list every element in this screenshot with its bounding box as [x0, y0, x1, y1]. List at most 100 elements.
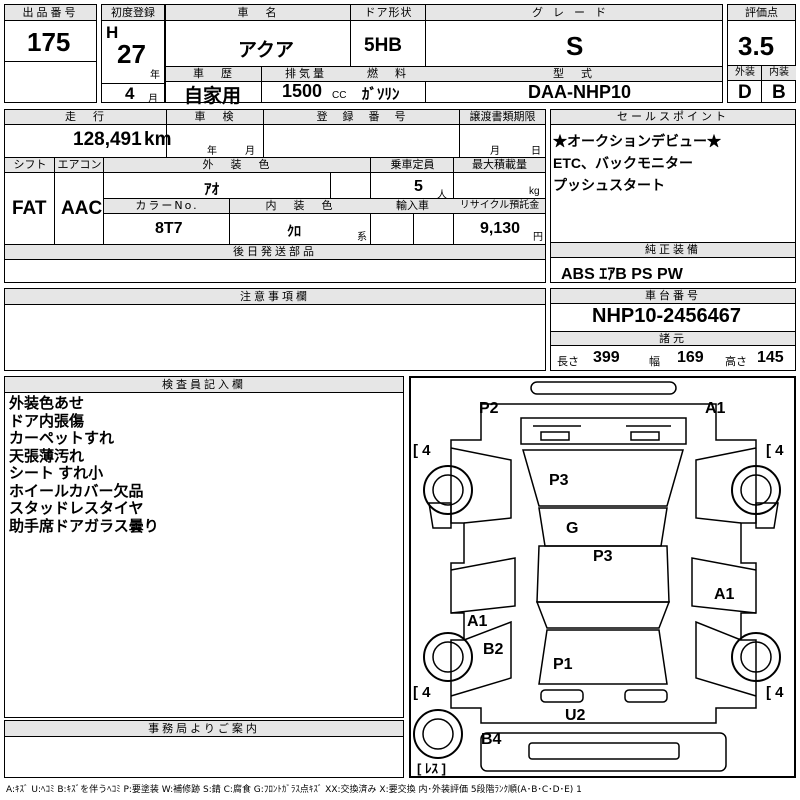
damage-mark-p1: P1	[553, 656, 573, 673]
length-label: 長さ	[557, 356, 579, 368]
inspector-notes-label: 検査員記入欄	[5, 377, 403, 393]
width: 169	[677, 349, 704, 366]
model-label: 型 式	[426, 67, 722, 82]
later-parts-label: 後日発送部品	[5, 245, 545, 260]
damage-mark-b2: B2	[483, 641, 504, 658]
inspector-note: 天張薄汚れ	[9, 447, 85, 465]
aircon-label: エアコン	[55, 158, 104, 173]
damage-mark-g: G	[566, 520, 579, 537]
office-notice-label: 事務局よりご案内	[5, 721, 403, 737]
fuel-label: 燃 料	[350, 67, 426, 82]
displacement-label: 排気量	[262, 67, 350, 82]
damage-mark-a1-front: A1	[705, 400, 726, 417]
color-number: 8T7	[155, 220, 183, 237]
inspector-note: ホイールカバー欠品	[9, 482, 144, 500]
exterior-grade: D	[738, 82, 752, 103]
sales-point-line: プッシュスタート	[553, 177, 665, 193]
lot-number-box: 出品番号 175	[4, 4, 97, 103]
damage-mark-a1-left: A1	[467, 613, 488, 630]
legend: A:ｷｽﾞ U:ﾍｺﾐ B:ｷｽﾞを伴うﾍｺﾐ P:要塗装 W:補修跡 S:錆 …	[6, 785, 582, 795]
damage-mark-p2: P2	[479, 400, 499, 417]
notes-label: 注意事項欄	[5, 289, 545, 305]
shift: FAT	[12, 198, 47, 219]
first-reg-year: 27	[117, 39, 146, 69]
door-label: ドア形状	[351, 5, 426, 21]
transfer-day-unit: 日	[531, 146, 541, 157]
tire-front-left-value: 4	[422, 442, 431, 459]
shift-label: シフト	[5, 158, 55, 173]
inspection-month-unit: 月	[245, 146, 255, 157]
lot-number-label: 出品番号	[5, 5, 96, 21]
sales-points-label: セールスポイント	[551, 110, 795, 125]
load-unit: kg	[529, 186, 540, 197]
tire-front-right-value: 4	[775, 442, 784, 459]
recycle-label: リサイクル預託金	[454, 199, 545, 214]
lot-number: 175	[27, 27, 71, 57]
damage-diagram: P2 A1 P3 G P3 A1 A1 B2 P1 U2 B4 [ 4 [ 4 …	[409, 376, 796, 778]
inspector-note: スタッドレスタイヤ	[9, 500, 144, 517]
office-notice-box: 事務局よりご案内	[4, 720, 404, 778]
chassis-box: 車台番号 NHP10-2456467 諸元 長さ 399 幅 169 高さ 14…	[550, 288, 796, 371]
seats-unit: 人	[437, 190, 447, 201]
color-number-label: カラーNo.	[104, 199, 230, 214]
max-load-label: 最大積載量	[454, 158, 545, 173]
sales-point-line: ETC、バックモニター	[553, 155, 693, 171]
score-label: 評価点	[728, 5, 795, 21]
import-label: 輸入車	[371, 199, 454, 214]
era: H	[106, 23, 119, 42]
details-box: 走 行 車 検 登 録 番 号 譲渡書類期限 128,491 km 年 月 月 …	[4, 109, 546, 283]
seats: 5	[414, 178, 423, 195]
height-label: 高さ	[725, 356, 747, 368]
seats-label: 乗車定員	[371, 158, 454, 173]
interior-grade: B	[772, 82, 786, 103]
history: 自家用	[184, 86, 242, 107]
exterior-grade-label: 外装	[728, 66, 762, 81]
score: 3.5	[738, 31, 775, 61]
tire-rear-right-value: 4	[775, 684, 784, 701]
grade: S	[566, 31, 584, 61]
tire-rear-left: [ 4	[413, 684, 431, 701]
year-unit: 年	[150, 70, 160, 81]
inspection-year-unit: 年	[207, 146, 217, 157]
specs-label: 諸元	[551, 332, 795, 346]
interior-color-label: 内 装 色	[230, 199, 371, 214]
car-outline	[413, 381, 781, 772]
damage-mark-p3-roof: P3	[549, 472, 569, 489]
equipment-list: ABS ｴｱB PS PW	[561, 266, 683, 283]
tire-front-left: [ 4	[413, 442, 431, 459]
interior-color: ｸﾛ	[287, 223, 301, 239]
model-code: DAA-NHP10	[528, 82, 632, 102]
recycle-fee: 9,130	[480, 220, 521, 237]
aircon: AAC	[61, 198, 103, 219]
first-registration-label: 初度登録	[102, 5, 164, 21]
cc-unit: CC	[332, 90, 347, 101]
month-unit: 月	[148, 94, 158, 105]
sales-point-line: ★オークションデビュー★	[553, 133, 721, 149]
damage-mark-u2: U2	[565, 707, 586, 724]
tire-front-right: [ 4	[766, 442, 784, 459]
transfer-deadline-label: 譲渡書類期限	[460, 110, 545, 125]
first-reg-month: 4	[125, 84, 135, 103]
height: 145	[757, 349, 784, 366]
tire-rear-right: [ 4	[766, 684, 784, 701]
recycle-unit: 円	[533, 232, 543, 243]
first-registration-box: 初度登録 H 27 年 4 月	[101, 4, 165, 105]
displacement: 1500	[282, 81, 323, 101]
damage-mark-p3-body: P3	[593, 548, 613, 565]
mileage-unit: km	[144, 129, 172, 150]
equipment-box: 純正装備 ABS ｴｱB PS PW	[550, 242, 796, 283]
inspector-note: シート すれ小	[9, 465, 104, 482]
damage-mark-a1-right: A1	[714, 586, 735, 603]
damage-mark-b4: B4	[481, 731, 502, 748]
equipment-label: 純正装備	[551, 243, 795, 258]
chassis-label: 車台番号	[551, 289, 795, 304]
inspector-note: ドア内張傷	[9, 412, 85, 430]
history-label: 車 歴	[166, 67, 262, 82]
width-label: 幅	[649, 356, 660, 368]
tire-rear-left-value: 4	[422, 684, 431, 701]
vehicle-info-box: 車 名 ドア形状 グレード アクア 5HB S 車 歴 排気量 燃 料 型 式 …	[165, 4, 723, 107]
car-name-label: 車 名	[166, 5, 351, 21]
interior-color-unit: 系	[357, 232, 367, 243]
inspection-label: 車 検	[167, 110, 264, 125]
registration-number-label: 登 録 番 号	[264, 110, 460, 125]
